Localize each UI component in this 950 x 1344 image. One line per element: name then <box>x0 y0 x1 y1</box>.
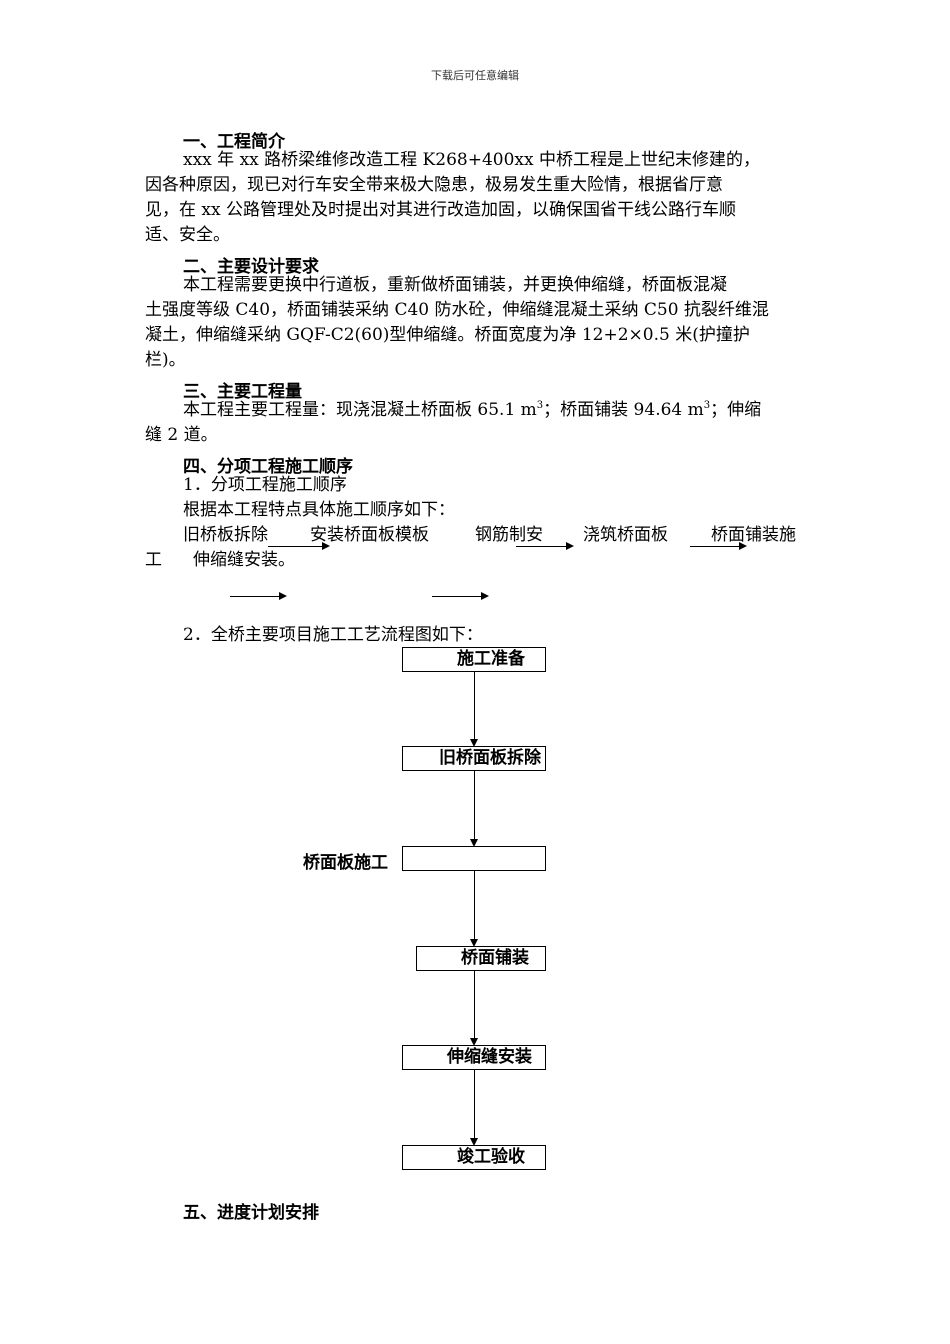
flow-side-label: 桥面板施工 <box>303 853 388 873</box>
flow-arrow-icon <box>470 971 478 1046</box>
seq-step-3: 钢筋制安 <box>475 525 543 545</box>
s4-subtitle-1: 1．分项工程施工顺序 <box>183 475 347 495</box>
s3-line-1-part-c: ；伸缩 <box>710 400 762 420</box>
s4-subtitle-2: 2．全桥主要项目施工工艺流程图如下： <box>183 625 483 645</box>
s2-line-2: 土强度等级 C40，桥面铺装采纳 C40 防水砼，伸缩缝混凝土采纳 C50 抗裂… <box>145 300 769 320</box>
s3-line-1: 本工程主要工程量：现浇混凝土桥面板 65.1 m3；桥面铺装 94.64 m3；… <box>183 398 761 423</box>
section-2-title: 二、主要设计要求 <box>183 257 319 277</box>
seq-step-5-cont: 工 <box>145 550 162 570</box>
seq-arrow-icon <box>432 592 489 600</box>
flow-step-remove-old-deck: 旧桥面板拆除 <box>402 746 546 771</box>
section-5-title: 五、进度计划安排 <box>183 1203 319 1223</box>
unit-superscript: 3 <box>536 400 544 411</box>
s1-line-3: 见，在 xx 公路管理处及时提出对其进行改造加固，以确保国省干线公路行车顺 <box>145 200 736 220</box>
seq-arrow-icon <box>516 542 574 550</box>
flow-step-prepare: 施工准备 <box>402 647 546 672</box>
flow-step-paving: 桥面铺装 <box>416 946 546 971</box>
s3-line-1-part-a: 本工程主要工程量：现浇混凝土桥面板 65.1 m <box>183 400 537 420</box>
s2-line-1: 本工程需要更换中行道板，重新做桥面铺装，并更换伸缩缝，桥面板混凝 <box>183 275 727 295</box>
s3-line-2: 缝 2 道。 <box>145 425 218 445</box>
seq-step-5: 桥面铺装施 <box>711 525 796 545</box>
seq-arrow-icon <box>268 542 330 550</box>
section-3-title: 三、主要工程量 <box>183 382 302 402</box>
s2-line-3: 凝土，伸缩缝采纳 GQF-C2(60)型伸缩缝。桥面宽度为净 12+2×0.5 … <box>145 325 750 345</box>
s1-line-2: 因各种原因，现已对行车安全带来极大隐患，极易发生重大险情，根据省厅意 <box>145 175 723 195</box>
s2-line-4: 栏)。 <box>145 350 186 370</box>
seq-step-1: 旧桥板拆除 <box>183 525 268 545</box>
seq-arrow-icon <box>690 542 747 550</box>
section-1-title: 一、工程简介 <box>183 132 285 152</box>
flow-step-acceptance: 竣工验收 <box>402 1145 546 1170</box>
flow-step-expansion-joint: 伸缩缝安装 <box>402 1045 546 1070</box>
flow-arrow-icon <box>470 771 478 847</box>
seq-arrow-icon <box>230 592 287 600</box>
flow-arrow-icon <box>470 1070 478 1146</box>
flow-arrow-icon <box>470 871 478 947</box>
page-header: 下载后可任意编辑 <box>431 69 519 82</box>
s1-line-4: 适、安全。 <box>145 225 230 245</box>
seq-step-4: 浇筑桥面板 <box>583 525 668 545</box>
section-4-title: 四、分项工程施工顺序 <box>183 457 353 477</box>
unit-superscript: 3 <box>703 400 711 411</box>
seq-step-6: 伸缩缝安装。 <box>193 550 295 570</box>
s1-line-1: xxx 年 xx 路桥梁维修改造工程 K268+400xx 中桥工程是上世纪末修… <box>183 150 760 170</box>
seq-step-2: 安装桥面板模板 <box>310 525 429 545</box>
s4-intro: 根据本工程特点具体施工顺序如下： <box>183 500 455 520</box>
flow-arrow-icon <box>470 672 478 747</box>
flow-step-deck-construction <box>402 846 546 871</box>
s3-line-1-part-b: ；桥面铺装 94.64 m <box>543 400 704 420</box>
